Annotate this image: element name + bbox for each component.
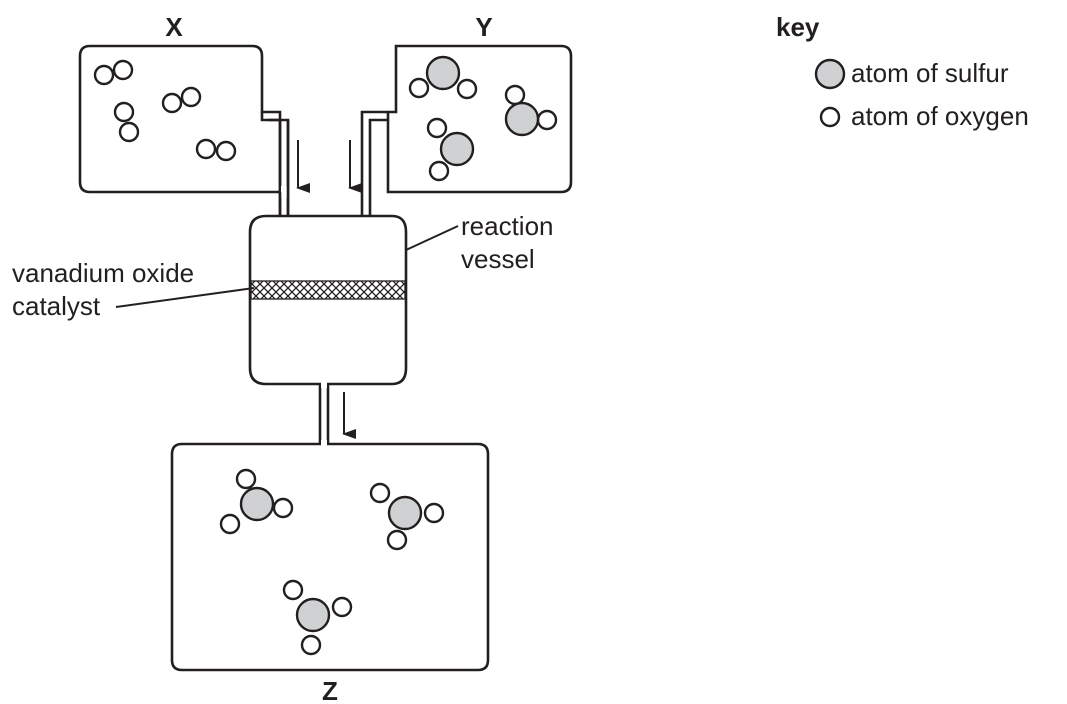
reaction-vessel-label-2: vessel [461, 244, 535, 274]
sulfur-trioxide-molecules-z [219, 468, 445, 656]
outlet-pipe [318, 380, 330, 444]
sulfur-dioxide-molecules-y [408, 55, 558, 182]
reaction-vessel-leader [405, 225, 459, 251]
key-label-sulfur: atom of sulfur [851, 58, 1009, 88]
reaction-vessel-label-1: reaction [461, 211, 554, 241]
label-y: Y [475, 12, 492, 42]
reaction-vessel [248, 214, 408, 386]
sulfur-atom-icon [814, 58, 846, 90]
inlet-pipes [260, 110, 388, 216]
label-z: Z [322, 676, 338, 704]
catalyst-label-2: catalyst [12, 291, 101, 321]
catalyst-mesh [250, 280, 406, 300]
label-x: X [165, 12, 183, 42]
key-label-oxygen: atom of oxygen [851, 101, 1029, 131]
catalyst-label-1: vanadium oxide [12, 258, 194, 288]
catalyst-leader [115, 287, 255, 308]
oxygen-atom-icon [819, 106, 841, 128]
oxygen-molecules-x [93, 59, 237, 162]
container-z [170, 440, 490, 672]
key-title: key [776, 12, 820, 42]
container-y [386, 44, 573, 194]
container-x [78, 44, 282, 194]
key: key atom of sulfur atom of oxygen [776, 12, 1029, 131]
